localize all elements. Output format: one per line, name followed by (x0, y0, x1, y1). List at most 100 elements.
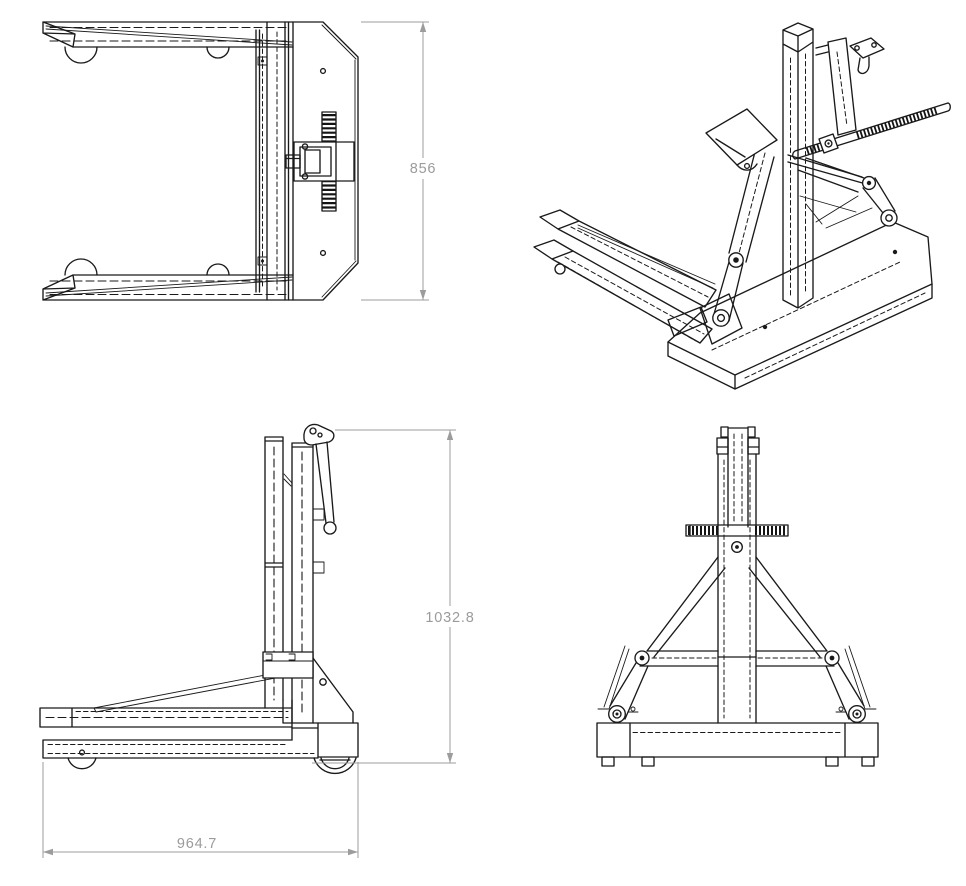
isometric-view (533, 22, 951, 390)
iso-fork-heel (667, 293, 743, 345)
rail-bolts (257, 56, 268, 266)
iso-base-hole (892, 249, 898, 255)
rail-tabs (312, 508, 325, 574)
rear-wheel (313, 757, 357, 775)
front-wheel (67, 757, 97, 770)
clamp-bolts (262, 653, 314, 662)
iso-rod-pivot (824, 139, 833, 148)
base-hidden (47, 744, 315, 754)
iso-latch-bars (815, 44, 829, 56)
iso-upper-fork (539, 209, 717, 308)
dimension-lines (312, 429, 456, 764)
iso-hook-bracket (705, 108, 778, 166)
dimension-1032-8-label: 1032.8 (425, 610, 474, 626)
iso-mast-hidden (790, 53, 806, 296)
iso-pivot-pin (866, 180, 872, 186)
dimension-964-7: 964.7 (42, 762, 359, 858)
tie-bar (639, 650, 835, 667)
dimension-lines (42, 762, 359, 858)
backrest-plate (292, 21, 359, 301)
bottom-fork-outline (42, 274, 294, 301)
pivot-pin (855, 712, 859, 716)
handle-head (303, 423, 335, 446)
dimension-856: 856 (361, 21, 437, 301)
gusset-hole (319, 678, 327, 686)
iso-pivot-pin (733, 257, 739, 263)
clamp-screw (301, 173, 309, 180)
arrowhead-left (43, 848, 53, 856)
iso-left-link (713, 261, 744, 322)
iso-left-arm (728, 147, 775, 263)
mast-bolt-pin (735, 545, 739, 549)
handle-pin (309, 427, 317, 435)
front-rail (291, 442, 314, 724)
plate-hole (319, 249, 327, 257)
iso-carriage-rail (827, 37, 857, 136)
iso-truss (799, 195, 873, 229)
dimension-856-label: 856 (410, 161, 437, 177)
arrowhead-up (419, 22, 427, 32)
iso-right-link (862, 177, 896, 214)
bolt-hole (261, 259, 264, 263)
iso-latch-pin (871, 42, 877, 48)
iso-mast (782, 22, 814, 309)
pivot-ring (612, 709, 622, 719)
dimension-lines (361, 21, 429, 301)
iso-latch-pin (854, 45, 860, 51)
wheel-hole (78, 749, 86, 756)
iso-base-front (667, 283, 933, 390)
base (596, 722, 879, 758)
arrowhead-down (419, 290, 427, 300)
iso-pivot-ring (885, 214, 893, 222)
clamp-shaft (285, 154, 301, 169)
iso-fork-caster (554, 263, 566, 275)
mast-rails-hidden (262, 31, 278, 291)
mast-rails (255, 21, 290, 301)
pivot-pin (615, 712, 619, 716)
handle-knob (323, 521, 337, 535)
mast-column (717, 453, 757, 724)
rear-block (317, 722, 359, 761)
iso-latch-hook (857, 56, 870, 75)
iso-rod-pin (827, 142, 830, 145)
iso-left-arm-center (737, 152, 766, 258)
front-view (596, 426, 879, 767)
inner-rod-hidden (733, 433, 743, 525)
handle-pin (317, 432, 323, 438)
top-fork-outline (42, 21, 294, 48)
iso-rail-hidden (836, 51, 848, 127)
plate-hole (319, 67, 327, 75)
iso-hook-pin (743, 162, 751, 170)
arrowhead-down (446, 753, 454, 763)
dimension-964-7-label: 964.7 (177, 836, 217, 852)
backrest-plate-inner (321, 24, 357, 298)
arrowhead-up (446, 430, 454, 440)
clamp-screw (301, 143, 309, 150)
mast-caps (716, 437, 760, 455)
bottom-fork-pushrod (45, 276, 293, 297)
iso-upper-fork-hidden (570, 226, 709, 298)
mast-inner-rod (720, 426, 756, 528)
iso-crossbars (787, 154, 867, 185)
arm-screw-head (838, 706, 844, 712)
top-fork-pushrod (45, 25, 293, 46)
arrowhead-right (348, 848, 358, 856)
dimension-1032-8: 1032.8 (312, 429, 474, 764)
rear-rail (264, 436, 284, 709)
handle-bar (315, 441, 335, 524)
side-view: 1032.8 964.7 (39, 423, 474, 858)
top-view: 856 (42, 21, 437, 301)
lower-arms (609, 662, 865, 720)
rail-clip (283, 473, 293, 487)
arm-screw-head (630, 706, 636, 712)
platform (39, 699, 293, 741)
top-fork-hidden-lines (49, 26, 291, 42)
iso-fork-rod (577, 224, 716, 289)
carriage-clamp (262, 651, 314, 679)
iso-threaded-rod (792, 102, 951, 160)
crossbar (685, 524, 789, 537)
fork-brace (93, 670, 287, 713)
iso-lower-fork-hidden (557, 256, 705, 342)
